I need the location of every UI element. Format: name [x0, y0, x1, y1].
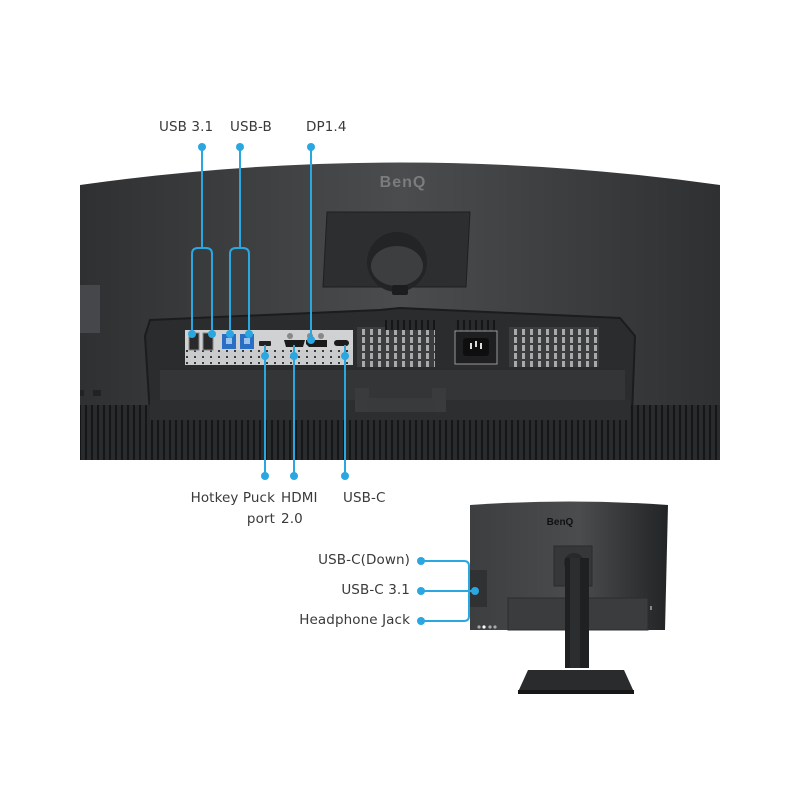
label-usb-c-3-1: USB-C 3.1 [341, 582, 410, 598]
label-dp-1-4: DP1.4 [306, 119, 347, 135]
label-usb-3-1: USB 3.1 [159, 119, 214, 135]
monitor-thumbnail: BenQ [470, 501, 668, 694]
label-hdmi: HDMI 2.0 [281, 490, 318, 528]
label-usb-b: USB-B [230, 119, 272, 135]
callout-dot [341, 352, 349, 360]
label-hotkey-puck-line1: Hotkey Puck [190, 490, 275, 506]
callout-dot [261, 352, 269, 360]
callout-dot [226, 330, 234, 338]
callout-dot [208, 330, 216, 338]
callout-dot [290, 472, 298, 480]
callout-dot [290, 352, 298, 360]
svg-text:BenQ: BenQ [547, 517, 574, 528]
callout-dot [236, 143, 244, 151]
label-hotkey-puck: Hotkey Puck port [180, 490, 275, 528]
callout-dot [198, 143, 206, 151]
label-hdmi-line1: HDMI [281, 490, 318, 506]
callout-dot [417, 587, 425, 595]
callout-dot [261, 472, 269, 480]
brand-logo: BenQ [380, 174, 427, 191]
callout-dot [341, 472, 349, 480]
callout-dot [245, 330, 253, 338]
callout-dot [307, 336, 315, 344]
label-hotkey-puck-line2: port [246, 511, 275, 527]
callout-dot [417, 617, 425, 625]
callout-dot [471, 587, 479, 595]
label-usb-c-down: USB-C(Down) [318, 552, 410, 568]
label-headphone-jack: Headphone Jack [299, 612, 410, 628]
label-hdmi-line2: 2.0 [281, 511, 303, 527]
label-usb-c: USB-C [343, 490, 386, 506]
callout-dot [188, 330, 196, 338]
callout-dot [307, 143, 315, 151]
callout-dot [417, 557, 425, 565]
